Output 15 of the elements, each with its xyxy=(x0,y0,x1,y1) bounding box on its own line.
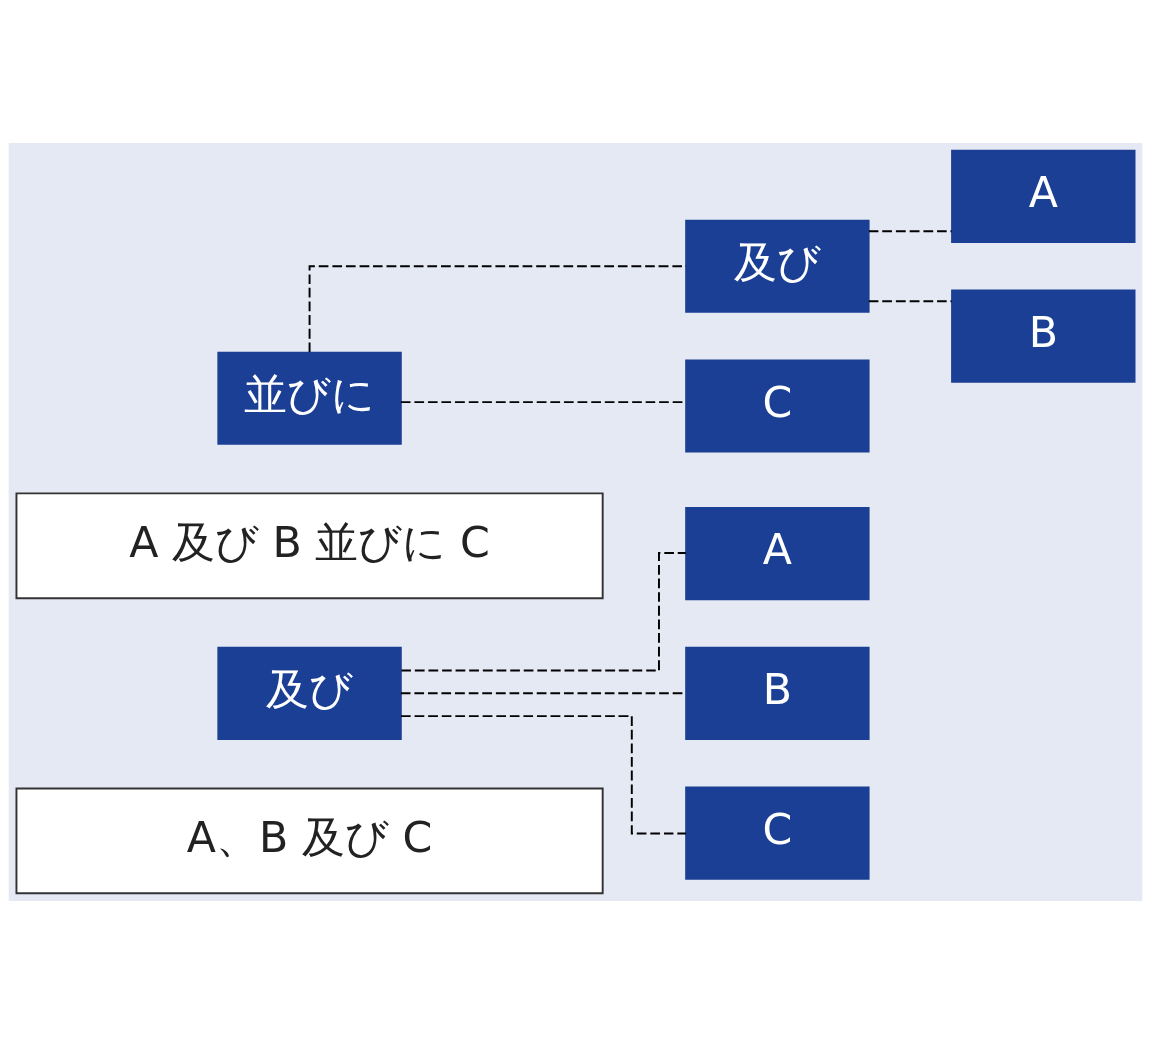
node-box: B xyxy=(685,646,870,740)
node-box: 及び xyxy=(685,219,870,313)
node-box: A xyxy=(951,149,1136,243)
node-box: B xyxy=(951,289,1136,383)
node-box: A xyxy=(685,506,870,601)
node-box: 並びに xyxy=(217,351,402,445)
node-box: 及び xyxy=(217,646,402,740)
node-box: A 及び B 並びに C xyxy=(15,492,604,600)
connector xyxy=(867,230,953,233)
connector xyxy=(867,300,953,303)
node-box: C xyxy=(685,786,870,880)
connector xyxy=(400,552,687,672)
connector xyxy=(400,715,687,835)
node-box: C xyxy=(685,359,870,453)
node-box: A、B 及び C xyxy=(15,787,604,895)
